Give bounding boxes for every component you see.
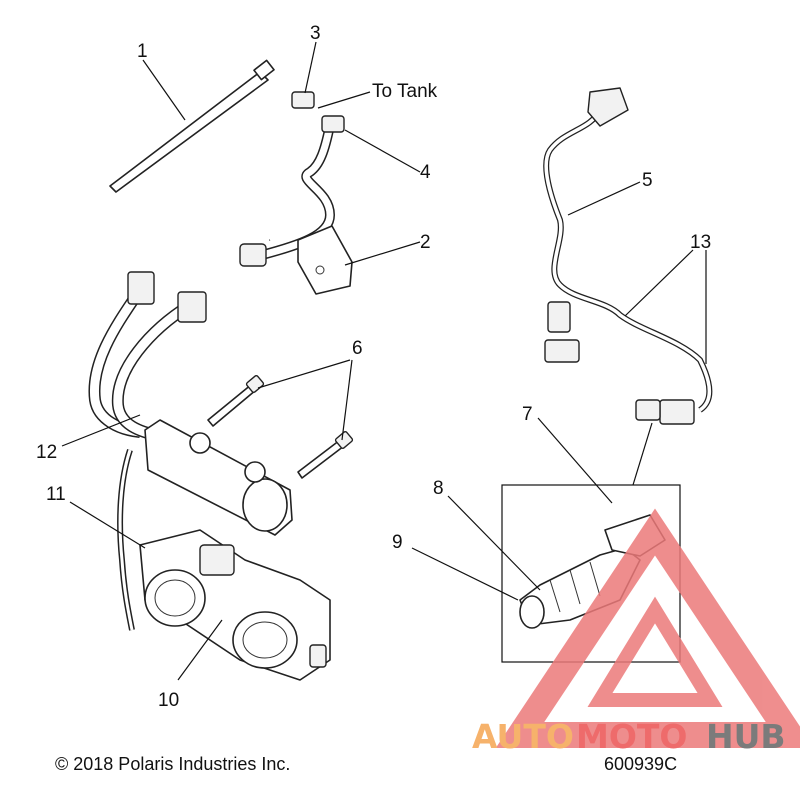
callout-12: 12: [36, 442, 57, 463]
watermark-auto: AUTO: [472, 717, 574, 756]
part-cable-tie: [109, 59, 275, 193]
callout-10: 10: [158, 690, 179, 711]
leader-lines: [61, 41, 707, 681]
part-fuel-rail-hoses: [88, 271, 207, 442]
watermark-moto: MOTO: [576, 717, 687, 756]
callout-1: 1: [137, 41, 148, 62]
callout-4: 4: [420, 162, 431, 183]
callout-13: 13: [690, 232, 711, 253]
callout-6: 6: [352, 338, 363, 359]
watermark-logo: [495, 508, 800, 748]
callout-2: 2: [420, 232, 431, 253]
part-bolts: [207, 375, 354, 479]
part-fuel-hose: [239, 91, 345, 267]
callout-9: 9: [392, 532, 403, 553]
callout-8: 8: [433, 478, 444, 499]
callout-3: 3: [310, 23, 321, 44]
copyright-text: © 2018 Polaris Industries Inc.: [55, 754, 290, 774]
label-to-tank: To Tank: [372, 81, 438, 102]
callout-7: 7: [522, 404, 533, 425]
part-clip-bracket: [297, 225, 353, 295]
watermark-hub: HUB: [706, 717, 786, 756]
drawing-number: 600939C: [604, 754, 677, 774]
callout-5: 5: [642, 170, 653, 191]
callout-11: 11: [46, 484, 66, 505]
part-fuel-rail: [117, 419, 293, 631]
part-throttle-body: [139, 529, 331, 681]
part-injector-harness: [543, 87, 713, 425]
